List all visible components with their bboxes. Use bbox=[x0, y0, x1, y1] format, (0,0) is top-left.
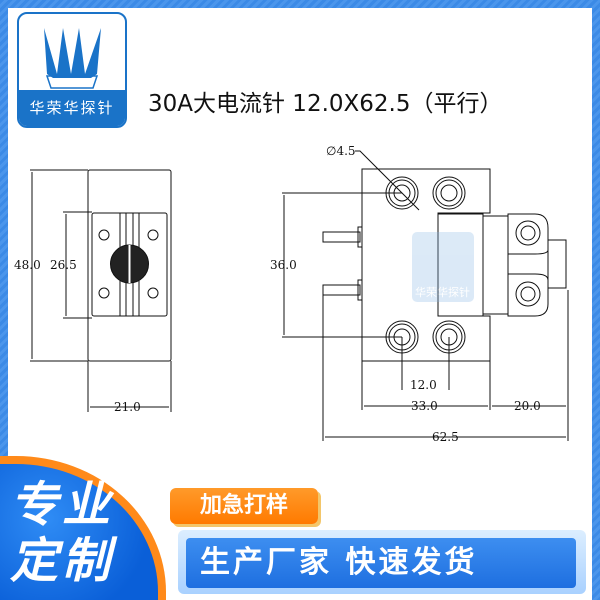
side-view bbox=[282, 150, 569, 441]
brand-logo: 华荣华探针 bbox=[17, 12, 127, 128]
technical-drawing: 48.0 26.5 21.0 ∅4.5 36.0 12.0 33.0 20.0 … bbox=[14, 144, 569, 444]
dim-height-inner: 26.5 bbox=[50, 258, 77, 272]
badge-line2: 定制 bbox=[10, 533, 115, 589]
dim-width: 21.0 bbox=[114, 400, 141, 414]
crown-logo-icon bbox=[44, 28, 101, 89]
dim-height-total: 48.0 bbox=[14, 258, 41, 272]
logo-brand-text: 华荣华探针 bbox=[19, 90, 125, 126]
factory-bar: 生产厂家 快速发货 bbox=[178, 530, 586, 594]
badge-line1: 专业 bbox=[10, 477, 115, 533]
dim-hole-spacing-v: 36.0 bbox=[270, 258, 297, 272]
dim-body-width: 33.0 bbox=[411, 399, 438, 413]
dim-connector-length: 20.0 bbox=[514, 399, 541, 413]
urgent-sample-tag: 加急打样 bbox=[170, 488, 318, 524]
factory-bar-text: 生产厂家 快速发货 bbox=[186, 538, 576, 588]
dim-total-length: 62.5 bbox=[432, 430, 459, 444]
front-view bbox=[30, 169, 172, 412]
watermark-logo: 华荣华探针 bbox=[412, 232, 474, 302]
dim-hole-spacing-h: 12.0 bbox=[410, 378, 437, 392]
dim-hole-diameter: ∅4.5 bbox=[326, 144, 356, 158]
page-title: 30A大电流针 12.0X62.5（平行） bbox=[148, 91, 503, 117]
badge-text: 专业 定制 bbox=[10, 477, 114, 589]
watermark-text: 华荣华探针 bbox=[415, 285, 470, 299]
